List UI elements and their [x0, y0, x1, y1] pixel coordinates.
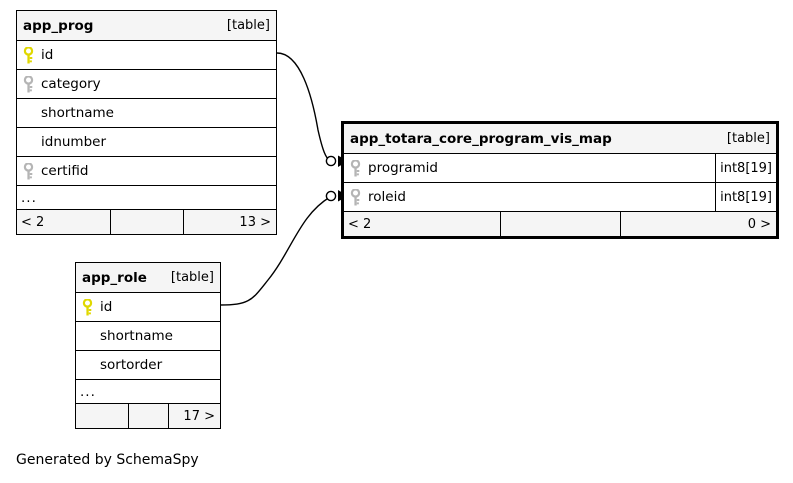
- table-row[interactable]: id: [17, 41, 276, 70]
- table-row[interactable]: shortname: [17, 99, 276, 128]
- table-app-role[interactable]: app_role [table] id shortname sortorder …: [75, 262, 221, 429]
- table-header: app_role [table]: [76, 263, 220, 293]
- table-row[interactable]: programid int8[19]: [344, 154, 776, 183]
- table-row[interactable]: idnumber: [17, 128, 276, 157]
- table-row[interactable]: sortorder: [76, 351, 220, 380]
- footer-middle-cell: [127, 404, 168, 428]
- column-type: int8[19]: [715, 183, 776, 211]
- column-name: shortname: [100, 328, 173, 344]
- generator-caption: Generated by SchemaSpy: [16, 452, 199, 468]
- table-row[interactable]: shortname: [76, 322, 220, 351]
- table-footer: 17 >: [76, 404, 220, 428]
- column-name: id: [100, 299, 113, 315]
- table-row[interactable]: roleid int8[19]: [344, 183, 776, 212]
- foreign-key-icon: [17, 162, 39, 180]
- footer-middle-cell: [499, 212, 621, 236]
- foreign-key-icon: [344, 188, 366, 206]
- table-type-tag: [table]: [170, 270, 214, 285]
- column-type: int8[19]: [715, 154, 776, 182]
- table-app-totara-core-program-vis-map[interactable]: app_totara_core_program_vis_map [table] …: [341, 121, 779, 239]
- table-title: app_role: [82, 269, 147, 286]
- table-footer: < 2 0 >: [344, 212, 776, 236]
- column-name: programid: [368, 160, 438, 176]
- column-name: sortorder: [100, 357, 163, 373]
- column-name: certifid: [41, 163, 89, 179]
- table-header: app_prog [table]: [17, 11, 276, 41]
- incoming-relations-count[interactable]: < 2: [348, 216, 372, 232]
- cardinality-zero-circle: [325, 190, 337, 202]
- relationship-app-prog-to-vis-map[interactable]: [276, 52, 348, 167]
- outgoing-relations-count[interactable]: 17 >: [168, 404, 220, 428]
- table-type-tag: [table]: [726, 131, 770, 146]
- table-title: app_totara_core_program_vis_map: [350, 130, 612, 147]
- column-name: idnumber: [41, 134, 107, 150]
- table-footer: < 2 13 >: [17, 210, 276, 234]
- foreign-key-icon: [17, 75, 39, 93]
- incoming-relations-count[interactable]: [76, 404, 128, 428]
- column-name: id: [41, 47, 54, 63]
- foreign-key-icon: [344, 159, 366, 177]
- more-columns-indicator: ...: [76, 380, 220, 404]
- outgoing-relations-count[interactable]: 13 >: [182, 210, 276, 234]
- incoming-relations-count[interactable]: < 2: [21, 214, 45, 230]
- more-columns-indicator: ...: [17, 186, 276, 210]
- primary-key-icon: [17, 46, 39, 64]
- column-name: roleid: [368, 189, 406, 205]
- table-row[interactable]: certifid: [17, 157, 276, 186]
- footer-middle-cell: [110, 210, 183, 234]
- column-name: shortname: [41, 105, 114, 121]
- column-name: category: [41, 76, 101, 92]
- cardinality-zero-circle: [325, 155, 337, 167]
- table-type-tag: [table]: [226, 18, 270, 33]
- table-title: app_prog: [23, 17, 94, 34]
- table-row[interactable]: id: [76, 293, 220, 322]
- table-row[interactable]: category: [17, 70, 276, 99]
- primary-key-icon: [76, 298, 98, 316]
- outgoing-relations-count[interactable]: 0 >: [620, 212, 776, 236]
- table-app-prog[interactable]: app_prog [table] id: [16, 10, 277, 235]
- table-header: app_totara_core_program_vis_map [table]: [344, 124, 776, 154]
